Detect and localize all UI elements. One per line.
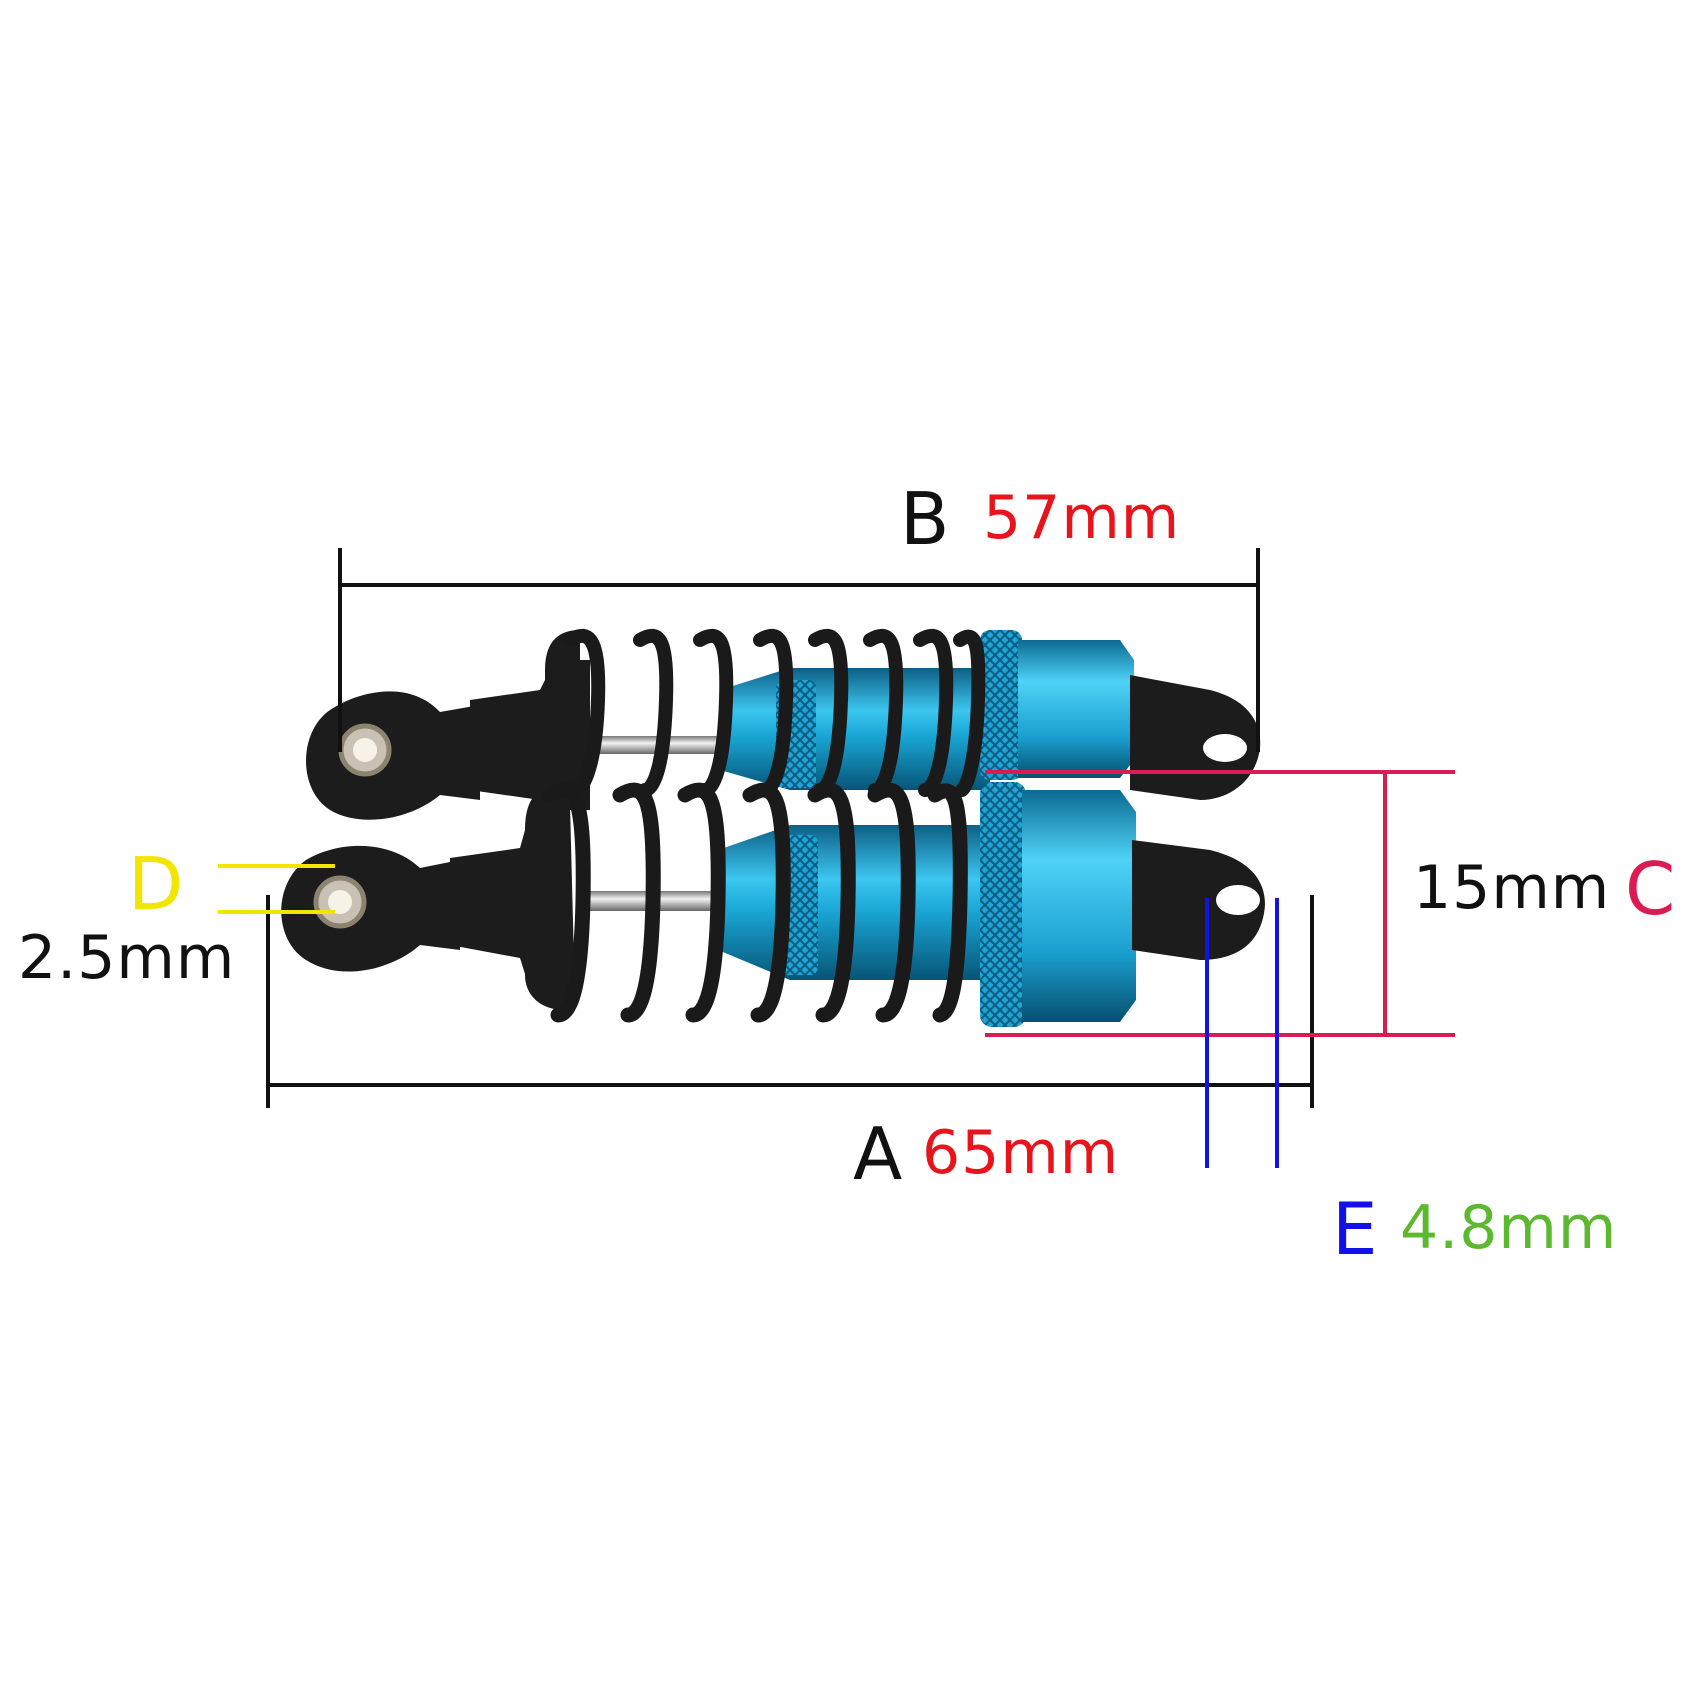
dimension-a-lines (266, 895, 1314, 1108)
dimension-e-letter: E (1332, 1187, 1378, 1271)
dimension-e-value: 4.8mm (1400, 1193, 1618, 1263)
dimension-b-letter: B (900, 477, 950, 561)
dimension-a-letter: A (853, 1112, 903, 1196)
dimension-e-lines (1205, 898, 1279, 1168)
dimension-d-value: 2.5mm (18, 923, 236, 993)
lower-left-bushing-hole (328, 890, 352, 914)
upper-left-eyelet (306, 691, 480, 820)
dimension-c-letter: C (1625, 847, 1676, 931)
dimension-d-lines (218, 864, 335, 914)
dimension-c-value: 15mm (1413, 853, 1611, 923)
dimension-a-value: 65mm (922, 1118, 1120, 1188)
lower-shock-absorber (281, 782, 1265, 1027)
dimension-d-letter: D (128, 842, 184, 926)
upper-shock-absorber (306, 628, 1261, 820)
lower-hex-cap (1022, 790, 1136, 1022)
upper-cap-collar (980, 630, 1022, 780)
lower-right-eyelet-hole (1216, 885, 1260, 915)
dimension-b-value: 57mm (983, 483, 1181, 553)
upper-hex-cap (1018, 640, 1134, 778)
upper-right-eyelet (1130, 675, 1261, 800)
dimension-b-lines (338, 548, 1260, 752)
lower-spring-retainer (525, 785, 565, 1010)
upper-right-eyelet-hole (1203, 734, 1247, 762)
upper-spring (563, 628, 986, 797)
upper-piston-rod (585, 736, 725, 754)
lower-cap-collar (980, 782, 1026, 1027)
lower-right-eyelet (1132, 840, 1265, 960)
lower-left-eyelet (281, 845, 460, 972)
dimension-c-lines (985, 770, 1455, 1037)
upper-left-bushing-hole (353, 738, 377, 762)
lower-spring (542, 782, 968, 1023)
upper-spring-retainer (545, 630, 580, 790)
